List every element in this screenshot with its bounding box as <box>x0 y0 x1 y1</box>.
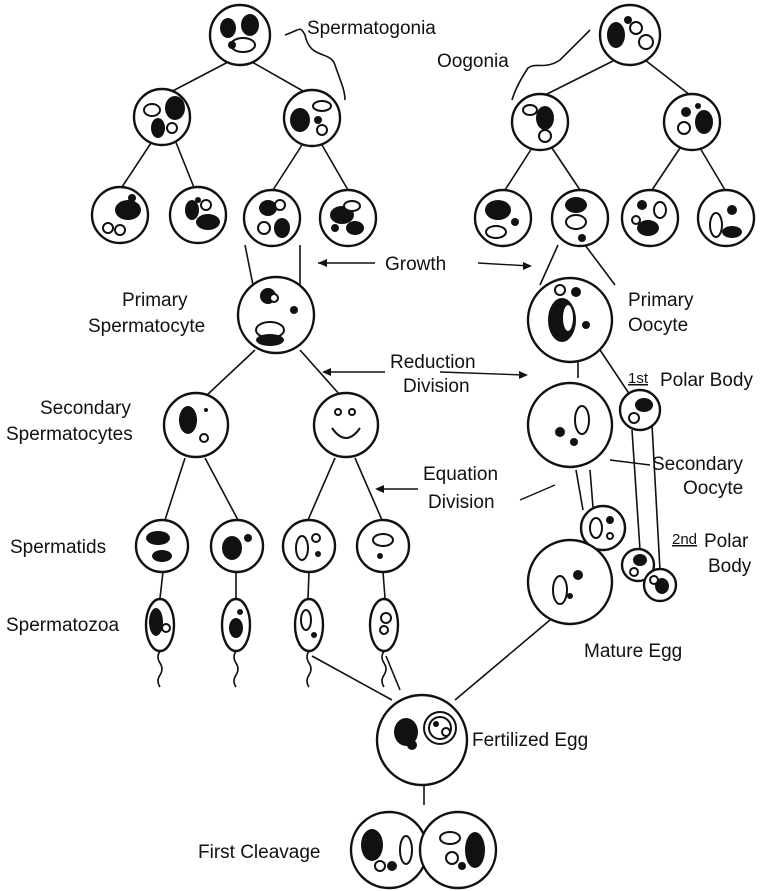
spermatid-cell-4 <box>355 518 411 574</box>
label-equation-line1: Equation <box>423 464 498 485</box>
spermatid-cell-2 <box>209 518 265 574</box>
second-polar-body-cell-a <box>620 547 656 583</box>
spermatid-cell-1 <box>134 518 190 574</box>
label-second-polar-body-sup: 2nd <box>672 531 697 548</box>
label-primary-oocyte-line1: Primary <box>628 290 694 311</box>
label-secondary-oocyte-line1: Secondary <box>652 454 743 475</box>
spermatogonium-cell-3b <box>168 185 228 245</box>
label-primary-oocyte-line2: Oocyte <box>628 315 688 336</box>
spermatogonium-cell-3c <box>242 188 302 248</box>
secondary-oocyte-cell <box>526 381 614 469</box>
spermatozoon-2 <box>220 597 252 688</box>
reduction-arrows <box>322 368 528 379</box>
spermatozoon-1 <box>144 597 176 688</box>
spermatogonium-cell-left <box>132 87 192 147</box>
label-secondary-spermatocytes-line2: Spermatocytes <box>6 424 133 445</box>
label-mature-egg: Mature Egg <box>584 641 682 662</box>
first-cleavage-cells <box>349 810 498 890</box>
spermatozoon-4 <box>368 597 400 688</box>
label-spermatozoa: Spermatozoa <box>6 615 119 636</box>
secondary-spermatocyte-cell-right <box>312 391 380 459</box>
first-polar-body-cell <box>618 388 662 432</box>
oogonium-cell-3b <box>550 188 610 248</box>
growth-arrows <box>318 259 532 270</box>
label-spermatids: Spermatids <box>10 537 106 558</box>
label-braces <box>284 28 591 101</box>
label-equation-line2: Division <box>428 492 495 513</box>
primary-spermatocyte-cell <box>236 275 316 355</box>
oogonium-cell-3d <box>696 188 756 248</box>
spermatogonium-cell-3a <box>90 185 150 245</box>
label-primary-spermatocyte-line2: Spermatocyte <box>88 316 205 337</box>
oogonium-cell-left <box>510 92 570 152</box>
spermatogonium-cell-top <box>208 3 272 67</box>
secondary-spermatocyte-cell-left <box>162 391 230 459</box>
oogonium-cell-3c <box>620 188 680 248</box>
label-first-polar-body: Polar Body <box>660 370 753 391</box>
label-secondary-oocyte-line2: Oocyte <box>683 478 743 499</box>
label-reduction-line1: Reduction <box>390 352 476 373</box>
lineage-lines <box>119 59 726 805</box>
spermatogonium-cell-right <box>282 88 342 148</box>
oogonium-cell-3a <box>473 188 533 248</box>
label-second-polar-body-line2: Body <box>708 556 752 577</box>
spermatid-cell-3 <box>281 518 337 574</box>
oogonium-cell-right <box>662 92 722 152</box>
label-spermatogonia: Spermatogonia <box>307 18 436 39</box>
spermatozoon-3 <box>293 597 325 688</box>
spermatogonium-cell-3d <box>318 188 378 248</box>
primary-oocyte-cell <box>526 276 614 364</box>
label-reduction-line2: Division <box>403 376 470 397</box>
label-oogonia: Oogonia <box>437 51 509 72</box>
oogonium-cell-top <box>598 3 662 67</box>
label-secondary-spermatocytes-line1: Secondary <box>40 398 131 419</box>
label-second-polar-body-line1: Polar <box>704 531 749 552</box>
polar-body-cell-mid <box>579 504 627 552</box>
label-first-cleavage: First Cleavage <box>198 842 321 863</box>
mature-egg-cell <box>526 538 614 626</box>
diagram-labels: Spermatogonia Oogonia Growth Primary Spe… <box>6 18 753 863</box>
label-primary-spermatocyte-line1: Primary <box>122 290 188 311</box>
label-first-polar-body-sup: 1st <box>628 370 649 387</box>
equation-arrows <box>375 459 651 501</box>
label-fertilized-egg: Fertilized Egg <box>472 730 588 751</box>
label-growth: Growth <box>385 254 446 275</box>
second-polar-body-cell-b <box>642 567 678 603</box>
fertilized-egg-cell <box>375 693 469 787</box>
